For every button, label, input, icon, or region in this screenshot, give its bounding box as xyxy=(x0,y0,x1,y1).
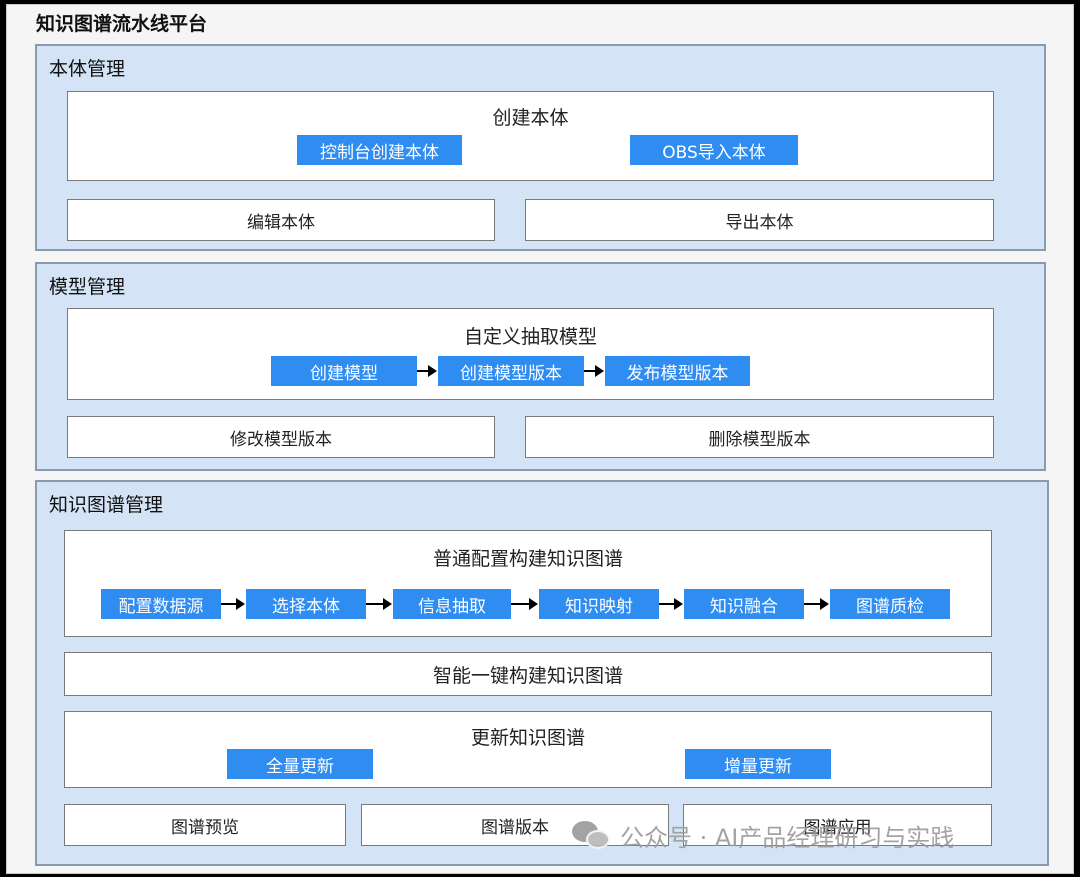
obs-import-ontology-button[interactable]: OBS导入本体 xyxy=(630,135,798,165)
watermark: 公众号 · AI产品经理研习与实践 xyxy=(572,818,954,853)
create-ontology-box: 创建本体 控制台创建本体 OBS导入本体 xyxy=(67,91,994,181)
platform-title: 知识图谱流水线平台 xyxy=(36,13,208,35)
knowledge-fusion-button[interactable]: 知识融合 xyxy=(684,589,804,619)
kg-section-title: 知识图谱管理 xyxy=(49,494,164,516)
kg-section: 知识图谱管理 普通配置构建知识图谱 配置数据源 选择本体 信息抽取 知识映射 知… xyxy=(35,480,1049,866)
wechat-icon xyxy=(572,820,612,851)
configure-datasource-button[interactable]: 配置数据源 xyxy=(101,589,221,619)
create-ontology-title: 创建本体 xyxy=(492,107,569,129)
model-section-title: 模型管理 xyxy=(49,276,126,298)
arrow-icon xyxy=(221,598,245,610)
arrow-icon xyxy=(584,365,604,377)
arrow-icon xyxy=(804,598,829,610)
arrow-icon xyxy=(659,598,683,610)
smart-build-kg-box[interactable]: 智能一键构建知识图谱 xyxy=(64,652,992,696)
arrow-icon xyxy=(417,365,437,377)
graph-quality-check-button[interactable]: 图谱质检 xyxy=(830,589,950,619)
full-update-button[interactable]: 全量更新 xyxy=(227,749,373,779)
ontology-section-title: 本体管理 xyxy=(49,58,126,80)
custom-extraction-model-title: 自定义抽取模型 xyxy=(463,326,597,348)
modify-model-version-box[interactable]: 修改模型版本 xyxy=(67,416,495,458)
delete-model-version-box[interactable]: 删除模型版本 xyxy=(525,416,994,458)
create-model-button[interactable]: 创建模型 xyxy=(271,356,417,386)
publish-model-version-button[interactable]: 发布模型版本 xyxy=(605,356,750,386)
custom-extraction-model-box: 自定义抽取模型 创建模型 创建模型版本 发布模型版本 xyxy=(67,308,994,400)
arrow-icon xyxy=(511,598,538,610)
normal-build-kg-box: 普通配置构建知识图谱 配置数据源 选择本体 信息抽取 知识映射 知识融合 图谱质… xyxy=(64,530,992,637)
update-kg-box: 更新知识图谱 全量更新 增量更新 xyxy=(64,711,992,788)
edit-ontology-box[interactable]: 编辑本体 xyxy=(67,199,495,241)
graph-application-box[interactable]: 图谱应用 xyxy=(683,804,992,846)
knowledge-mapping-button[interactable]: 知识映射 xyxy=(539,589,659,619)
watermark-text: 公众号 · AI产品经理研习与实践 xyxy=(620,824,955,852)
export-ontology-box[interactable]: 导出本体 xyxy=(525,199,994,241)
ontology-section: 本体管理 创建本体 控制台创建本体 OBS导入本体 编辑本体 导出本体 xyxy=(35,44,1046,251)
model-section: 模型管理 自定义抽取模型 创建模型 创建模型版本 发布模型版本 修改模型版本 删… xyxy=(35,262,1046,471)
incremental-update-button[interactable]: 增量更新 xyxy=(685,749,831,779)
normal-build-kg-title: 普通配置构建知识图谱 xyxy=(432,548,623,570)
create-model-version-button[interactable]: 创建模型版本 xyxy=(438,356,584,386)
select-ontology-button[interactable]: 选择本体 xyxy=(246,589,366,619)
info-extraction-button[interactable]: 信息抽取 xyxy=(393,589,511,619)
arrow-icon xyxy=(366,598,392,610)
graph-version-box[interactable]: 图谱版本 xyxy=(361,804,669,846)
graph-preview-box[interactable]: 图谱预览 xyxy=(64,804,346,846)
update-kg-title: 更新知识图谱 xyxy=(470,727,585,749)
console-create-ontology-button[interactable]: 控制台创建本体 xyxy=(297,135,462,165)
